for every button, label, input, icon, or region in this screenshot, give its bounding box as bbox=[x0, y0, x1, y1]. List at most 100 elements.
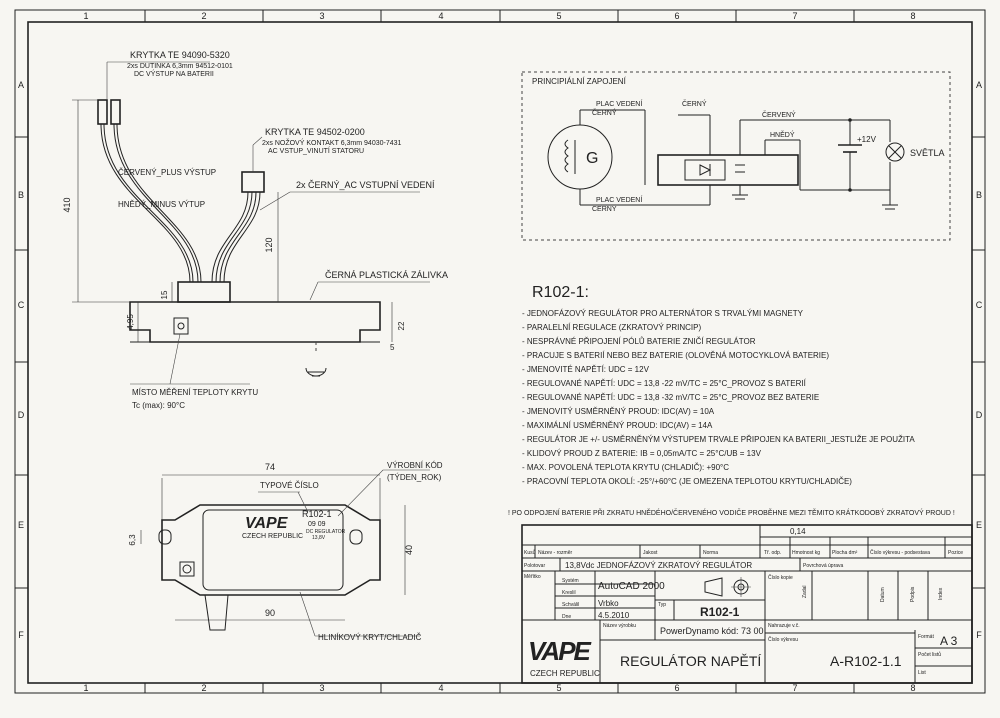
grid-row-f-right: F bbox=[976, 630, 982, 640]
val-kreslil: Vrbko bbox=[598, 599, 619, 608]
specs-title: R102-1: bbox=[532, 284, 589, 301]
logo-subtitle: CZECH REPUBLIC bbox=[530, 669, 600, 678]
grid-row-f: F bbox=[18, 630, 24, 640]
lamp-label: SVĚTLA bbox=[910, 148, 945, 158]
spec-item-11: - KLIDOVÝ PROUD Z BATERIE: IB = 0,05mA/T… bbox=[522, 449, 762, 458]
potting-block bbox=[177, 281, 231, 303]
projection-symbol bbox=[704, 577, 723, 597]
spec-item-1: - JEDNOFÁZOVÝ REGULÁTOR PRO ALTERNÁTOR S… bbox=[522, 309, 804, 318]
spec-item-2: - PARALELNÍ REGULACE (ZKRATOVÝ PRINCIP) bbox=[522, 323, 701, 332]
grid-row-b: B bbox=[18, 190, 24, 200]
logo-mark: VAPE bbox=[528, 636, 592, 666]
grid-columns-top: 1 2 3 4 5 6 7 8 bbox=[83, 10, 916, 22]
dim-74: 74 bbox=[265, 462, 275, 472]
hdr-nazev: Název - rozměr bbox=[538, 550, 573, 556]
vape-logo: VAPE CZECH REPUBLIC bbox=[528, 636, 600, 678]
dim-15: 15 bbox=[160, 290, 169, 299]
type-label: TYPOVÉ ČÍSLO bbox=[260, 481, 319, 490]
housing-side bbox=[129, 301, 381, 343]
grid-col-5: 5 bbox=[556, 11, 561, 21]
lbl-nazev-vyrobku: Název výrobku bbox=[603, 623, 636, 629]
grid-row-b-right: B bbox=[976, 190, 982, 200]
wire-ac-label: 2x ČERNÝ_AC VSTUPNÍ VEDENÍ bbox=[296, 180, 435, 190]
specs: R102-1: - JEDNOFÁZOVÝ REGULÁTOR PRO ALTE… bbox=[508, 284, 955, 517]
lbl-nahrazuje: Nahrazuje v.č. bbox=[768, 623, 800, 629]
lbl-podpis: Podpis bbox=[910, 586, 916, 602]
grid-col-2: 2 bbox=[201, 11, 206, 21]
lbl-list: List bbox=[918, 670, 926, 676]
prod-code-label: VÝROBNÍ KÓD bbox=[387, 461, 443, 470]
val-system: AutoCAD 2000 bbox=[598, 581, 665, 592]
lbl-index: Index bbox=[938, 587, 944, 600]
grid-col-4-bottom: 4 bbox=[438, 683, 443, 693]
spec-item-8: - JMENOVITÝ USMĚRNĚNÝ PROUD: IDC(AV) = 1… bbox=[522, 407, 715, 416]
hdr-hmot: Hmotnost kg bbox=[792, 550, 820, 556]
wire4-label: HNĚDÝ bbox=[770, 130, 795, 139]
housing-label: HLINÍKOVÝ KRYT/CHLADIČ bbox=[318, 633, 422, 642]
spec-item-13: - PRACOVNÍ TEPLOTA OKOLÍ: -25°/+60°C (JE… bbox=[522, 477, 852, 486]
wire1-label: PLAC VEDENÍ bbox=[596, 99, 642, 108]
hdr-plocha: Plocha dm² bbox=[832, 550, 858, 556]
grid-col-2-bottom: 2 bbox=[201, 683, 206, 693]
val-powerdynamo: PowerDynamo kód: 73 00 bbox=[660, 626, 764, 636]
connector-b-title: KRYTKA TE 94502-0200 bbox=[265, 127, 365, 137]
val-nazev: REGULÁTOR NAPĚTÍ bbox=[620, 653, 761, 669]
lbl-datum: Datum bbox=[880, 587, 886, 602]
connector-b-desc2: AC VSTUP_VINUTÍ STATORU bbox=[268, 146, 364, 155]
spec-item-12: - MAX. POVOLENÁ TEPLOTA KRYTU (CHLADIČ):… bbox=[522, 463, 729, 472]
dim-63: 6,3 bbox=[128, 534, 137, 546]
plate-logo: VAPE bbox=[245, 515, 289, 532]
connector-a-right bbox=[110, 99, 121, 125]
wire3-label: ČERVENÝ bbox=[762, 110, 796, 119]
spec-item-10: - REGULÁTOR JE +/- USMĚRNĚNÝM VÝSTUPEM T… bbox=[522, 435, 915, 444]
spec-item-4: - PRACUJE S BATERIÍ NEBO BEZ BATERIE (OL… bbox=[522, 351, 829, 360]
grid-row-e: E bbox=[18, 520, 24, 530]
row-description: 13,8Vdc JEDNOFÁZOVÝ ZKRATOVÝ REGULÁTOR bbox=[565, 561, 752, 570]
hdr-trid: Tř. odp. bbox=[764, 550, 781, 556]
grid-col-8-bottom: 8 bbox=[910, 683, 915, 693]
generator-label: G bbox=[586, 150, 598, 167]
grid-rows-left: A B C D E F bbox=[15, 80, 28, 640]
val-format: A 3 bbox=[940, 634, 958, 648]
hdr-norma: Norma bbox=[703, 550, 718, 556]
dim-410: 410 bbox=[62, 197, 72, 212]
spec-item-7: - REGULOVANÉ NAPĚTÍ: UDC = 13,8 -32 mV/T… bbox=[522, 393, 819, 402]
connector-a-desc2: DC VÝSTUP NA BATERII bbox=[134, 69, 214, 78]
grid-row-e-right: E bbox=[976, 520, 982, 530]
housing-plate bbox=[202, 509, 344, 591]
grid-rows-right: A B C D E F bbox=[972, 80, 985, 640]
hdr-kusu: Kusů bbox=[524, 549, 536, 556]
title-block: 0,14 Kusů Název - rozměr Jakost Norma Tř… bbox=[521, 524, 973, 684]
battery-label: +12V bbox=[857, 135, 877, 144]
lbl-meritko: Měřítko bbox=[524, 574, 541, 580]
dim-120: 120 bbox=[264, 237, 274, 252]
wire-minus-label: HNĚDÝ_MINUS VÝTUP bbox=[118, 200, 205, 209]
top-view: 74 VAPE CZECH REPUBLIC R102-1 09 09 DC R… bbox=[128, 461, 443, 642]
lbl-typ: Typ bbox=[658, 602, 666, 608]
lbl-system: Systém bbox=[562, 578, 579, 584]
hdr-cislo: Číslo výkresu - podsestava bbox=[870, 549, 930, 556]
wire2-label: ČERNÝ bbox=[682, 99, 707, 108]
val-dne: 4.5.2010 bbox=[598, 611, 630, 620]
val-typ: R102-1 bbox=[700, 605, 740, 619]
wire5-color: ČERNÝ bbox=[592, 204, 617, 213]
grid-col-6-bottom: 6 bbox=[674, 683, 679, 693]
lbl-dne: Dne bbox=[562, 614, 571, 620]
grid-row-a-right: A bbox=[976, 80, 982, 90]
schematic-title: PRINCIPIÁLNÍ ZAPOJENÍ bbox=[532, 77, 627, 86]
connector-b bbox=[241, 171, 265, 193]
grid-columns-bottom: 1 2 3 4 5 6 7 8 bbox=[83, 683, 916, 693]
outer-frame bbox=[14, 9, 986, 694]
potting-label: ČERNÁ PLASTICKÁ ZÁLIVKA bbox=[325, 270, 448, 280]
wire-plus-label: ČERVENÝ_PLUS VÝSTUP bbox=[118, 168, 216, 177]
row-povrch: Povrchová úprava bbox=[803, 563, 844, 569]
hdr-jakost: Jakost bbox=[643, 550, 658, 556]
generator-symbol bbox=[547, 124, 613, 190]
hdr-pozice: Pozice bbox=[948, 550, 963, 556]
grid-col-3: 3 bbox=[319, 11, 324, 21]
row-polotovar: Polotovar bbox=[524, 563, 545, 569]
plate-small2: 13,8V bbox=[312, 535, 326, 541]
lbl-cislo-vykresu: Číslo výkresu bbox=[768, 636, 798, 643]
lbl-format: Formát bbox=[918, 634, 934, 640]
